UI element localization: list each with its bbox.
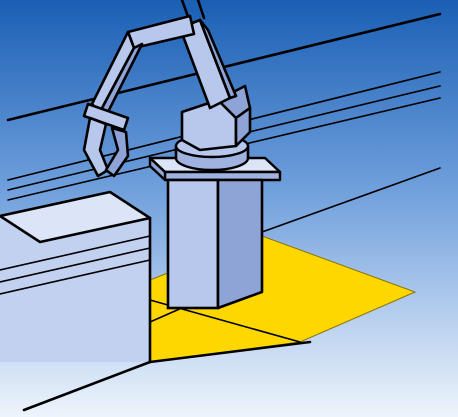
conveyor-bench bbox=[0, 190, 312, 412]
robot-base-column bbox=[148, 156, 282, 310]
robot-arm bbox=[82, 0, 252, 178]
gripper-claw bbox=[82, 116, 130, 178]
